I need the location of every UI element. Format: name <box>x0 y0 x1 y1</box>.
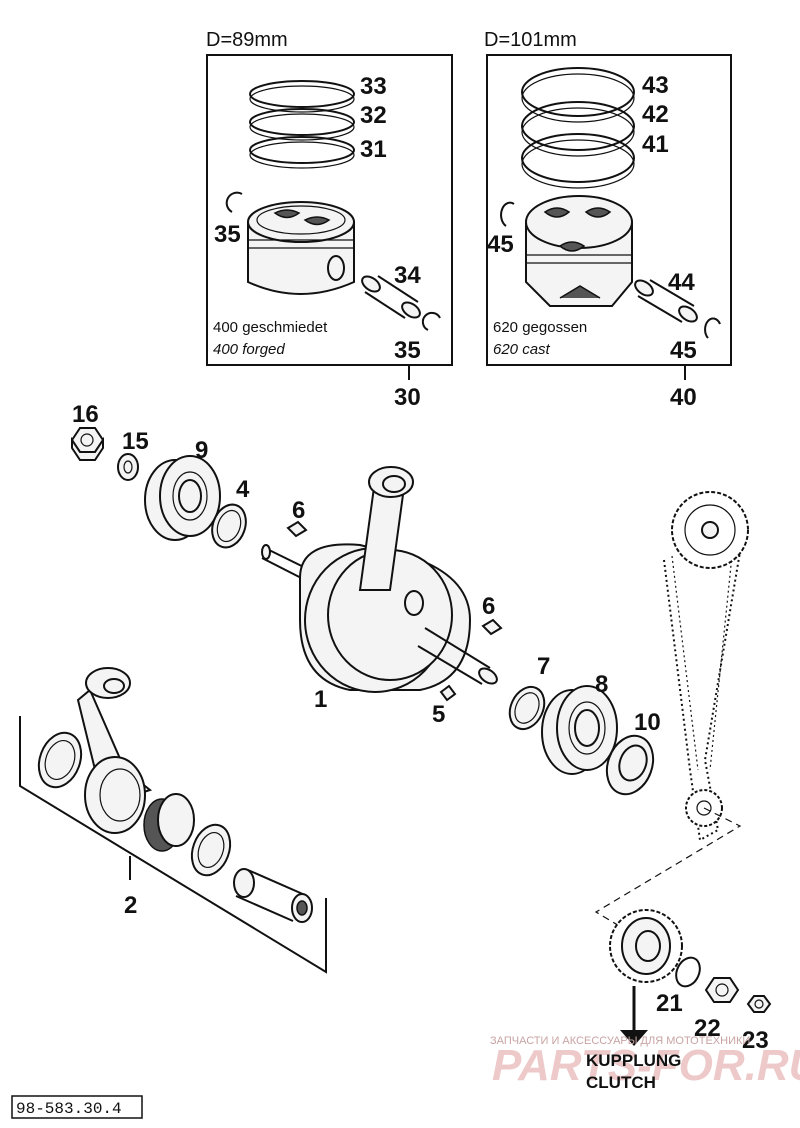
primary-gear <box>609 909 683 983</box>
label-22: 22 <box>694 1015 721 1042</box>
piston-set-101mm: D=101mm 620 gegossen <box>484 29 732 411</box>
clutch-label-de: KUPPLUNG <box>586 1051 681 1070</box>
piston-pin-right <box>634 279 698 323</box>
shim-4 <box>211 503 247 549</box>
label-21: 21 <box>656 990 683 1017</box>
label-16: 16 <box>72 401 99 428</box>
camshaft-sprocket <box>671 491 749 569</box>
hex-nut-16 <box>70 427 105 461</box>
caption-forged-en: 400 forged <box>213 341 285 358</box>
label-31: 31 <box>360 136 387 163</box>
label-45-top: 45 <box>487 231 514 258</box>
label-40: 40 <box>670 384 697 411</box>
label-6-right: 6 <box>482 593 495 620</box>
label-34: 34 <box>394 262 421 289</box>
ball-bearing-9 <box>144 455 221 541</box>
label-44: 44 <box>668 269 695 296</box>
woodruff-key-5 <box>439 684 457 702</box>
label-9: 9 <box>195 437 208 464</box>
circlip-21 <box>675 956 701 988</box>
watermark-caption: ЗАПЧАСТИ И АКСЕССУАРЫ ДЛЯ МОТОТЕХНИКИ <box>490 1035 750 1047</box>
label-35-top: 35 <box>214 221 241 248</box>
shim-7 <box>508 685 546 731</box>
label-42: 42 <box>642 101 669 128</box>
axis-dashed-line <box>594 807 742 931</box>
washer-23 <box>746 995 772 1013</box>
piston-forged <box>247 201 355 295</box>
circlip-right-bottom <box>704 317 721 339</box>
label-5: 5 <box>432 701 445 728</box>
document-number-box <box>11 1095 143 1119</box>
woodruff-key-6-right <box>481 618 503 636</box>
shaft-seal-10 <box>605 734 655 796</box>
label-10: 10 <box>634 709 661 736</box>
label-15: 15 <box>122 428 149 455</box>
clutch-label-en: CLUTCH <box>586 1073 656 1092</box>
label-41: 41 <box>642 131 669 158</box>
piston-rings-right <box>521 67 635 189</box>
circlip-left-bottom <box>421 311 441 331</box>
label-33: 33 <box>360 73 387 100</box>
diameter-label-89: D=89mm <box>206 29 288 51</box>
woodruff-key-6-left <box>286 520 308 538</box>
piston-pin-left <box>361 275 421 319</box>
caption-cast-en: 620 cast <box>493 341 551 358</box>
timing-chain <box>663 499 744 842</box>
crankshaft-assembly-1 <box>261 466 498 693</box>
piston-set-89mm: D=89mm <box>206 29 453 411</box>
ball-bearing-8 <box>541 685 618 775</box>
piston-set-box-left <box>206 54 453 366</box>
label-35-bottom: 35 <box>394 337 421 364</box>
circlip-right-top <box>500 201 515 227</box>
piston-rings-left <box>249 80 355 169</box>
diameter-label-101: D=101mm <box>484 29 577 51</box>
watermark-logo: PARTS-FOR.RU <box>492 1041 800 1090</box>
conrod-set-bracket <box>19 716 327 974</box>
label-8: 8 <box>595 671 608 698</box>
label-6-left: 6 <box>292 497 305 524</box>
label-30: 30 <box>394 384 421 411</box>
label-4: 4 <box>236 476 250 503</box>
label-32: 32 <box>360 102 387 129</box>
document-number: 98-583.30.4 <box>16 1100 122 1118</box>
label-7: 7 <box>537 653 550 680</box>
caption-forged-de: 400 geschmiedet <box>213 319 328 336</box>
hex-nut-22 <box>704 977 740 1003</box>
piston-cast <box>525 195 633 307</box>
conrod-set-2 <box>19 667 327 974</box>
label-23: 23 <box>742 1027 769 1054</box>
label-45-bottom: 45 <box>670 337 697 364</box>
label-43: 43 <box>642 72 669 99</box>
piston-set-box-right <box>486 54 732 366</box>
caption-cast-de: 620 gegossen <box>493 319 587 336</box>
washer-15 <box>117 453 139 481</box>
label-2: 2 <box>124 892 137 919</box>
circlip-left-top <box>225 191 243 213</box>
clutch-arrow-head <box>620 1030 648 1046</box>
label-1: 1 <box>314 686 327 713</box>
